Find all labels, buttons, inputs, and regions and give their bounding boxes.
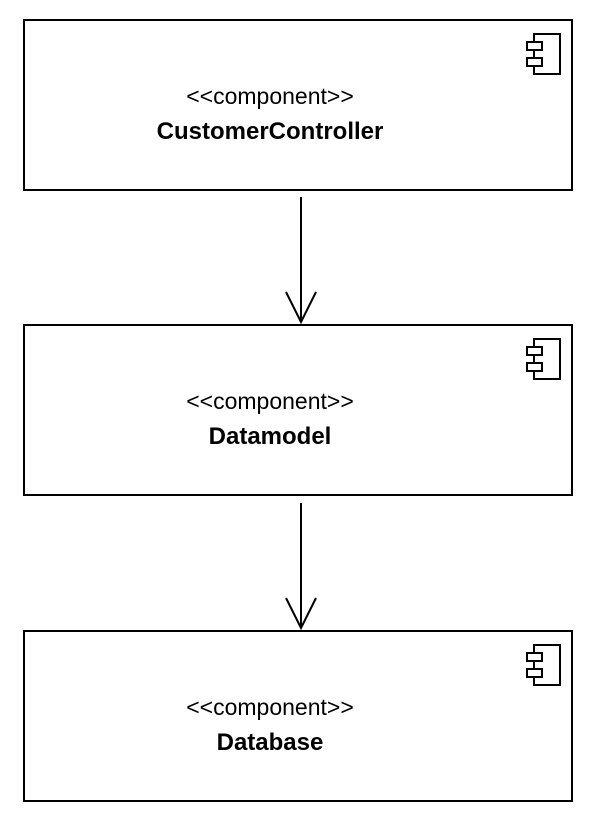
component-database[interactable]: <<component>> Database (23, 630, 573, 802)
dependency-arrow-datamodel-database[interactable] (285, 503, 317, 631)
component-datamodel[interactable]: <<component>> Datamodel (23, 324, 573, 496)
component-name: Datamodel (208, 423, 332, 450)
component-icon (526, 33, 561, 75)
component-stereotype: <<component>> (186, 83, 354, 109)
component-name: Database (216, 729, 324, 756)
dependency-arrow-customercontroller-datamodel[interactable] (285, 197, 317, 325)
component-customercontroller[interactable]: <<component>> CustomerController (23, 19, 573, 191)
component-icon (526, 338, 561, 380)
component-name: CustomerController (156, 118, 384, 145)
component-icon (526, 644, 561, 686)
component-stereotype: <<component>> (186, 388, 354, 414)
component-stereotype: <<component>> (186, 694, 354, 720)
